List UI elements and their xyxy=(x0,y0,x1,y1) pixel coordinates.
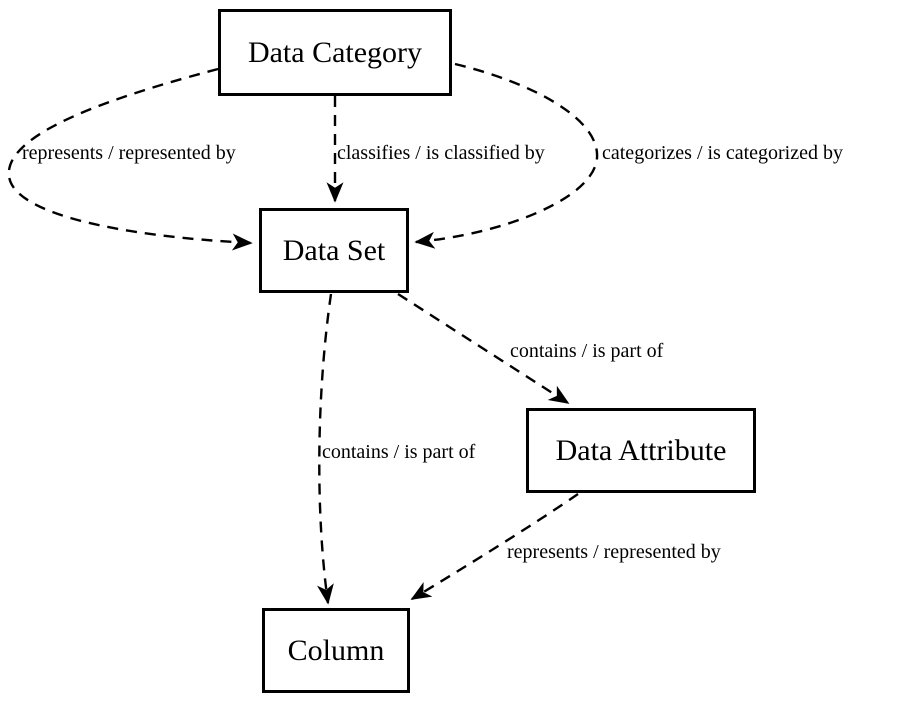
edge-label-classifies-is-classified-by: classifies / is classified by xyxy=(337,142,545,164)
node-data-category: Data Category xyxy=(218,9,452,96)
edge-category-categorizes-dataset xyxy=(414,62,599,249)
edge-label-represents-represented-by-bottom: represents / represented by xyxy=(507,541,721,563)
edge-attribute-represents-column xyxy=(410,493,579,601)
edge-dataset-contains-column xyxy=(316,293,334,605)
node-column-label: Column xyxy=(287,633,385,667)
node-data-category-label: Data Category xyxy=(247,35,423,69)
edge-label-categorizes-is-categorized-by: categorizes / is categorized by xyxy=(602,142,843,164)
node-data-set-label: Data Set xyxy=(282,233,386,267)
edge-label-contains-is-part-of-right: contains / is part of xyxy=(510,340,664,362)
edge-dataset-contains-attribute xyxy=(397,292,570,405)
node-data-attribute: Data Attribute xyxy=(526,408,756,493)
node-data-attribute-label: Data Attribute xyxy=(555,433,727,467)
node-column: Column xyxy=(262,608,410,693)
node-data-set: Data Set xyxy=(259,208,409,293)
edge-category-represents-dataset xyxy=(7,67,253,251)
edge-label-contains-is-part-of-left: contains / is part of xyxy=(322,441,476,463)
edge-label-represents-represented-by-left: represents / represented by xyxy=(22,142,236,164)
